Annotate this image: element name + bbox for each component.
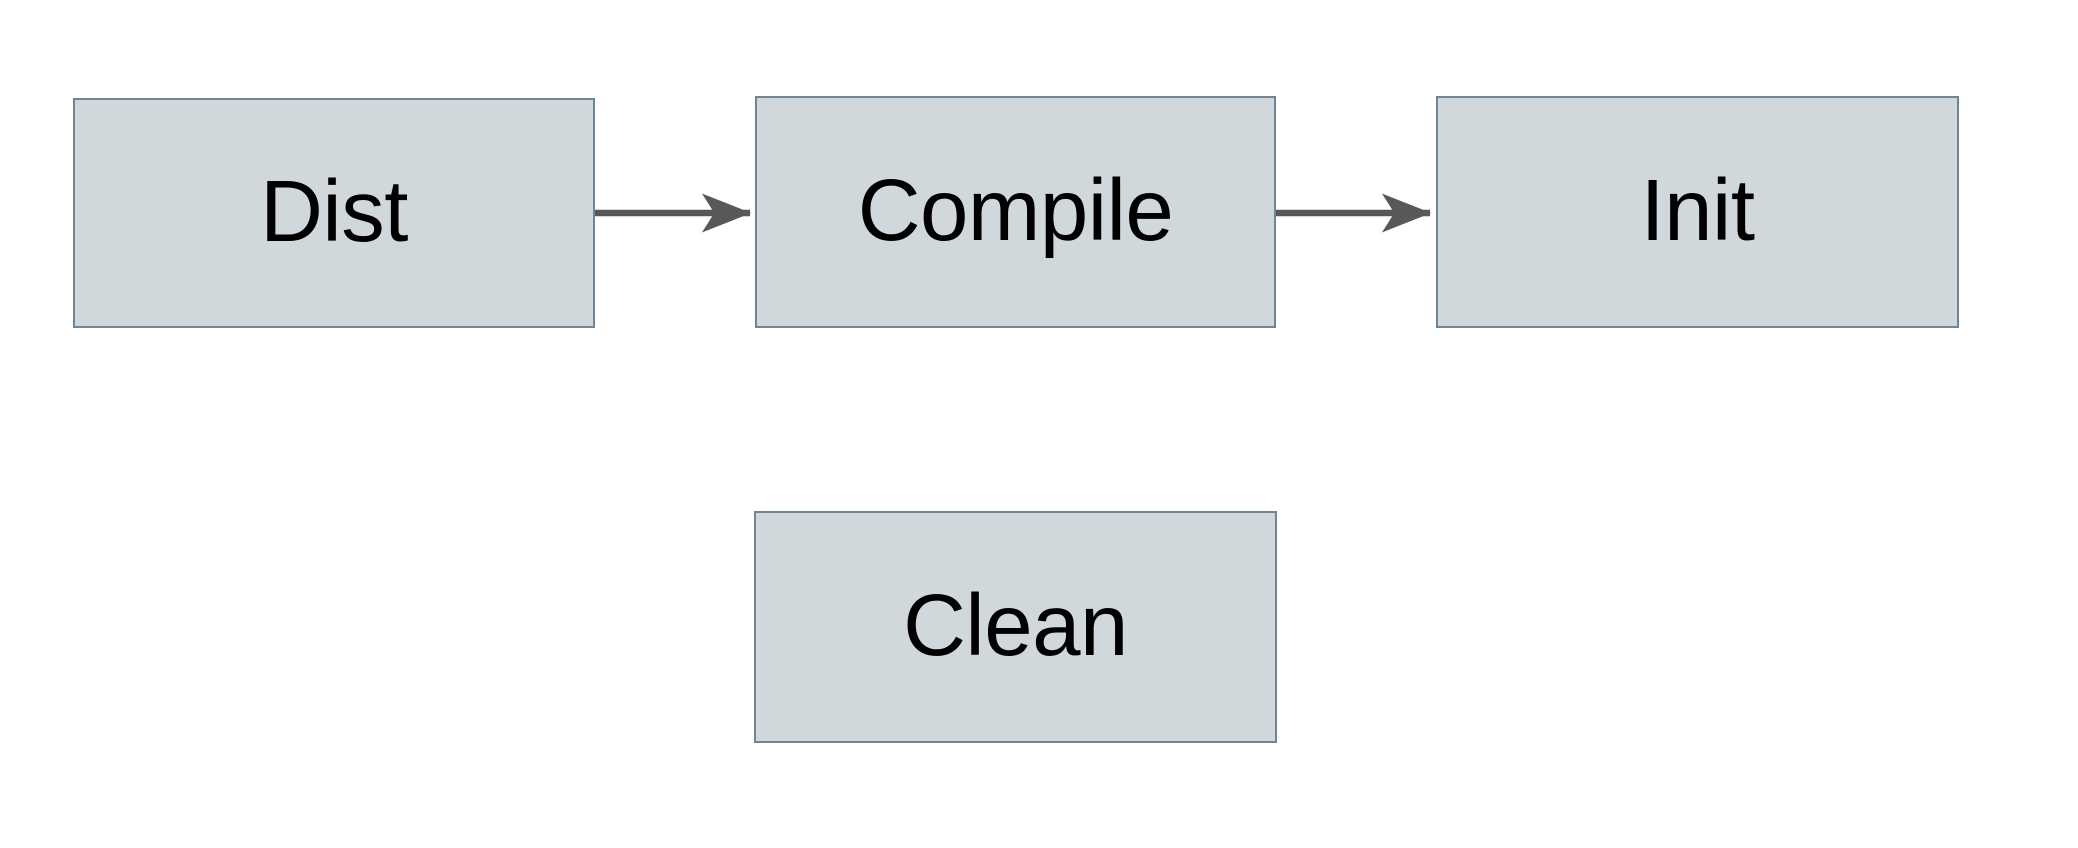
node-label: Dist	[260, 162, 408, 260]
node-clean[interactable]: Clean	[754, 511, 1277, 743]
node-label: Clean	[903, 576, 1128, 674]
node-dist[interactable]: Dist	[73, 98, 595, 328]
node-label: Init	[1640, 161, 1755, 259]
node-label: Compile	[857, 161, 1174, 259]
node-compile[interactable]: Compile	[755, 96, 1276, 328]
node-init[interactable]: Init	[1436, 96, 1959, 328]
